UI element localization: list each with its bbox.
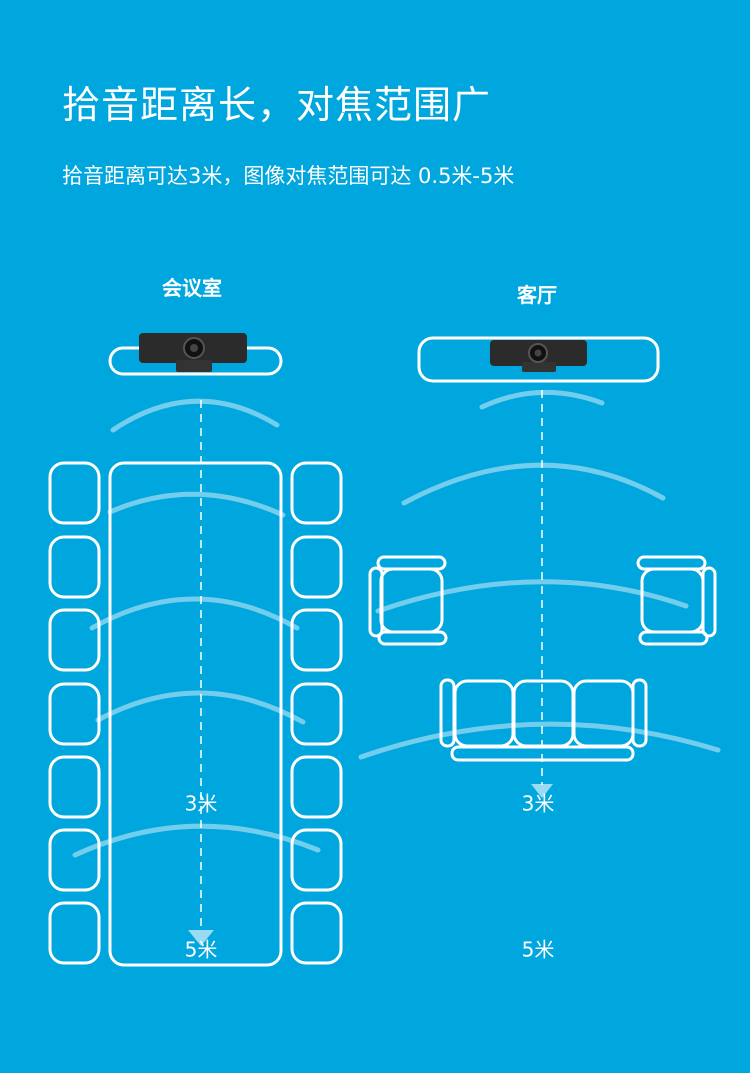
webcam-icon [139, 333, 247, 372]
conference-table [108, 461, 283, 967]
pickup-arcs [72, 398, 321, 858]
chairs-right [290, 461, 343, 965]
page-title: 拾音距离长，对焦范围广 [62, 83, 492, 127]
living-room-diagram [358, 336, 721, 798]
meeting-room-diagram [48, 333, 343, 967]
webcam-icon [490, 340, 587, 372]
marker-5m-living: 5米 [521, 937, 555, 962]
scene-label-meeting-room: 会议室 [162, 276, 222, 300]
arrow-down-icon [188, 930, 214, 946]
pickup-arcs [358, 390, 721, 760]
armchair-right [636, 555, 717, 646]
marker-3m-meeting: 3米 [184, 791, 218, 816]
marker-3m-living: 3米 [521, 791, 555, 816]
armchair-left [368, 555, 448, 646]
sofa [439, 678, 648, 762]
tv-console [417, 336, 660, 383]
arrow-down-icon [531, 784, 553, 798]
marker-5m-meeting: 5米 [184, 937, 218, 962]
scene-label-living-room: 客厅 [517, 283, 557, 307]
page-subtitle: 拾音距离可达3米，图像对焦范围可达 0.5米-5米 [62, 164, 515, 188]
chairs-left [48, 461, 101, 965]
